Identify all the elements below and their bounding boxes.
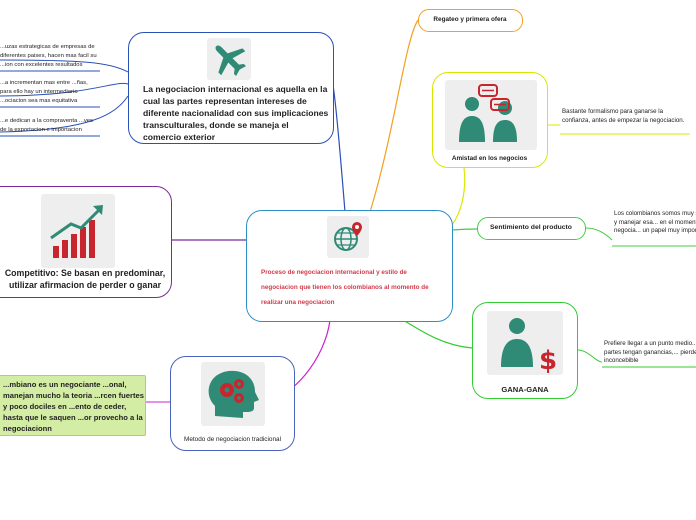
topic-feeling[interactable]: Sentimiento del producto [477,217,586,240]
topic-friendship[interactable]: Amistad en los negocios [432,72,548,168]
subtopic-colombian-text: ...mbiano es un negociante ...onal, mane… [3,380,144,433]
connector-left-1 [0,59,129,73]
topic-intro[interactable]: La negociacion internacional es aquella … [128,32,334,144]
subtopic-friendship-note[interactable]: Bastante formalismo para ganarse la conf… [560,108,692,134]
competitive-icon-tile [41,194,115,268]
person-dollar-icon: $ [501,318,557,376]
connector-left-2 [0,82,129,97]
subtopic-win-note-text: Prefiere llegar a un punto medio... amba… [604,340,696,364]
topic-haggle[interactable]: Regateo y primera ofera [418,9,523,32]
subtopic-win-note[interactable]: Prefiere llegar a un punto medio... amba… [602,340,696,367]
head-gears-icon [208,370,259,418]
subtopic-friendship-note-text: Bastante formalismo para ganarse la conf… [562,108,685,124]
topic-competitive-text: Competitivo: Se basan en predominar, uti… [4,268,166,290]
subtopic-left-2-text: ...a incrementan mas entre ...ñas, para … [0,80,88,104]
topic-intro-text: La negociacion internacional es aquella … [143,84,329,142]
connector-win-note [577,349,603,363]
topic-traditional[interactable]: Metodo de negociacion tradicional [170,356,295,451]
intro-icon-tile [207,38,251,80]
topic-friendship-text: Amistad en los negocios [451,155,528,162]
win-icon-tile: $ [487,311,563,376]
subtopic-feeling-note[interactable]: Los colombianos somos muy sentimentales … [612,210,696,246]
connector-feeling [451,228,478,231]
traditional-icon-tile [201,362,265,426]
airplane-icon [215,45,246,76]
connector-feeling-note [585,227,613,241]
central-icon-tile [327,216,369,258]
svg-text:$: $ [539,346,557,375]
people-chat-icon [459,84,517,142]
friendship-icon-tile [445,80,537,150]
topic-win[interactable]: $ GANA-GANA [472,302,578,399]
subtopic-left-1[interactable]: ...uzas estrategicas de empresas de dife… [0,43,100,70]
subtopic-left-3[interactable]: ...e dedican a la compraventa ...ves de … [0,117,100,135]
central-topic-text: Proceso de negociacion internacional y e… [261,269,429,306]
subtopic-left-1-text: ...uzas estrategicas de empresas de dife… [0,44,97,68]
subtopic-left-3-text: ...e dedican a la compraventa ...ves de … [0,118,93,133]
bar-chart-growth-icon [50,205,103,258]
connector-left-3 [0,95,129,133]
subtopic-feeling-note-text: Los colombianos somos muy sentimentales … [614,210,696,234]
topic-competitive[interactable]: Competitivo: Se basan en predominar, uti… [0,186,172,298]
globe-location-icon [334,222,362,251]
topic-win-text: GANA-GANA [501,385,549,394]
topic-feeling-text: Sentimiento del producto [490,224,572,231]
subtopic-left-2[interactable]: ...a incrementan mas entre ...ñas, para … [0,79,100,106]
connector-haggle [369,19,419,213]
subtopic-colombian[interactable]: ...mbiano es un negociante ...onal, mane… [0,375,146,436]
central-topic[interactable]: Proceso de negociacion internacional y e… [246,210,453,322]
topic-traditional-text: Metodo de negociacion tradicional [184,436,281,443]
topic-haggle-text: Regateo y primera ofera [433,16,507,23]
